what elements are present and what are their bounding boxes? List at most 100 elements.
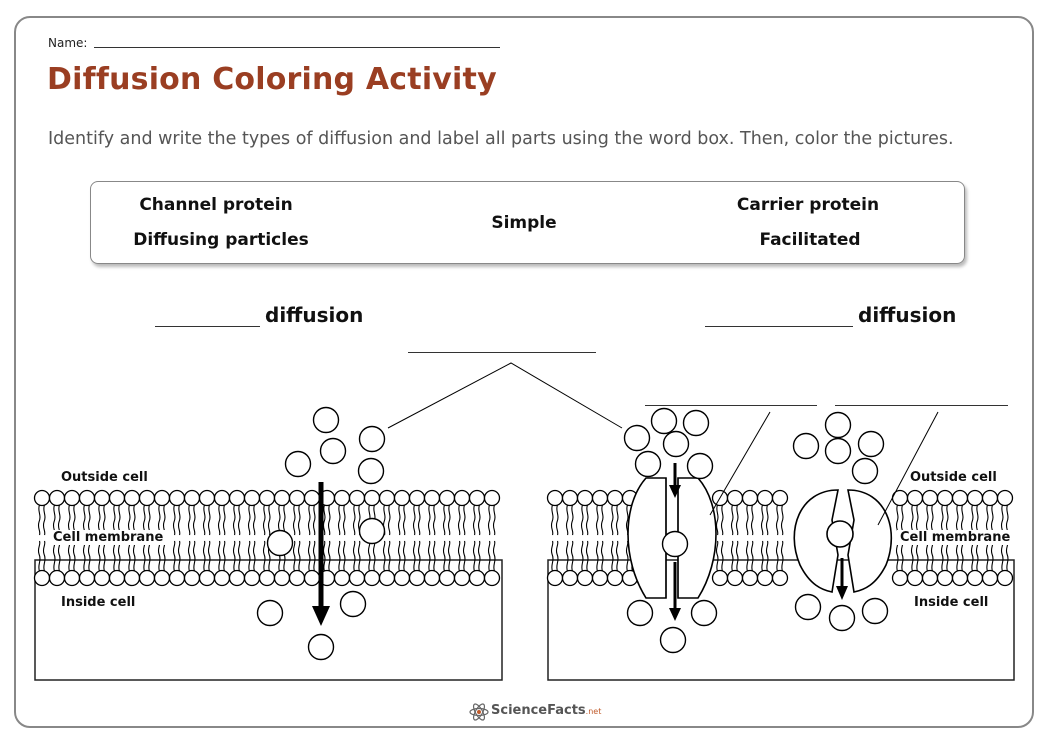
- phospholipid-bottom: [243, 540, 261, 587]
- carrier-pointer: [877, 411, 939, 526]
- phospholipid-bottom: [63, 540, 81, 587]
- particle: [824, 437, 852, 465]
- phospholipid-bottom: [741, 540, 759, 587]
- particle: [794, 593, 822, 621]
- right-outside-label: Outside cell: [910, 470, 997, 485]
- particle: [792, 432, 820, 460]
- phospholipid-top: [168, 489, 186, 536]
- channel-pointer: [709, 411, 771, 516]
- phospholipid-bottom: [168, 540, 186, 587]
- phospholipid-top: [423, 489, 441, 536]
- word-box: [90, 181, 965, 264]
- phospholipid-bottom: [228, 540, 246, 587]
- phospholipid-top: [546, 489, 564, 536]
- right-type-blank[interactable]: [705, 326, 853, 327]
- left-type-blank[interactable]: [155, 326, 260, 327]
- particle: [828, 604, 856, 632]
- particles-pointer: [387, 362, 623, 429]
- phospholipid-bottom: [123, 540, 141, 587]
- phospholipid-top: [408, 489, 426, 536]
- phospholipid-top: [138, 489, 156, 536]
- particle: [659, 626, 687, 654]
- phospholipid-bottom: [213, 540, 231, 587]
- particles-label-blank[interactable]: [408, 352, 596, 353]
- phospholipid-top: [213, 489, 231, 536]
- right-cell-box: [547, 559, 1015, 681]
- phospholipid-bottom: [378, 540, 396, 587]
- phospholipid-top: [726, 489, 744, 536]
- phospholipid-bottom: [468, 540, 486, 587]
- particle: [661, 530, 689, 558]
- particle: [690, 599, 718, 627]
- particle: [319, 437, 347, 465]
- particle: [851, 457, 879, 485]
- phospholipid-bottom: [576, 540, 594, 587]
- particle: [307, 633, 335, 661]
- channel-arrow-top: [669, 463, 681, 498]
- phospholipid-bottom: [153, 540, 171, 587]
- particle: [824, 411, 852, 439]
- left-cell-box: [34, 559, 503, 681]
- phospholipid-top: [303, 489, 321, 536]
- phospholipid-top: [183, 489, 201, 536]
- left-outside-label: Outside cell: [61, 470, 148, 485]
- phospholipid-top: [288, 489, 306, 536]
- word-simple: Simple: [491, 213, 557, 233]
- particle: [358, 517, 386, 545]
- name-blank[interactable]: [94, 47, 500, 48]
- instructions: Identify and write the types of diffusio…: [48, 129, 954, 149]
- phospholipid-bottom: [546, 540, 564, 587]
- particle: [358, 425, 386, 453]
- phospholipid-top: [78, 489, 96, 536]
- carrier-arrow: [836, 558, 848, 600]
- phospholipid-bottom: [756, 540, 774, 587]
- particle: [857, 430, 885, 458]
- phospholipid-top: [153, 489, 171, 536]
- phospholipid-top: [438, 489, 456, 536]
- phospholipid-top: [243, 489, 261, 536]
- phospholipid-bottom: [93, 540, 111, 587]
- phospholipid-top: [273, 489, 291, 536]
- phospholipid-top: [966, 489, 984, 536]
- phospholipid-bottom: [348, 540, 366, 587]
- phospholipid-top: [93, 489, 111, 536]
- phospholipid-top: [108, 489, 126, 536]
- phospholipid-bottom: [921, 540, 939, 587]
- phospholipid-top: [123, 489, 141, 536]
- left-membrane-label: Cell membrane: [50, 530, 167, 545]
- brand-logo: ScienceFacts.net: [491, 703, 602, 718]
- phospholipid-top: [333, 489, 351, 536]
- channel-arrow-bottom: [669, 562, 681, 621]
- phospholipid-bottom: [48, 540, 66, 587]
- phospholipid-bottom: [333, 540, 351, 587]
- word-diffusing-particles: Diffusing particles: [133, 230, 309, 250]
- phospholipid-bottom: [891, 540, 909, 587]
- carrier-label-blank[interactable]: [835, 405, 1008, 406]
- phospholipid-top: [198, 489, 216, 536]
- phospholipid-bottom: [393, 540, 411, 587]
- atom-logo-icon: [469, 703, 489, 721]
- phospholipid-top: [771, 489, 789, 536]
- phospholipid-bottom: [453, 540, 471, 587]
- channel-label-blank[interactable]: [645, 405, 817, 406]
- phospholipid-bottom: [423, 540, 441, 587]
- particle: [861, 597, 889, 625]
- phospholipid-bottom: [363, 540, 381, 587]
- phospholipid-top: [591, 489, 609, 536]
- phospholipid-bottom: [966, 540, 984, 587]
- diffusing-particles: [256, 406, 889, 661]
- phospholipid-bottom: [138, 540, 156, 587]
- phospholipid-top: [228, 489, 246, 536]
- phospholipid-top: [756, 489, 774, 536]
- word-facilitated: Facilitated: [759, 230, 861, 250]
- left-diffusion-label: diffusion: [265, 303, 364, 327]
- particle: [662, 430, 690, 458]
- particle: [634, 450, 662, 478]
- phospholipid-bottom: [33, 540, 51, 587]
- phospholipid-bottom: [606, 540, 624, 587]
- right-membrane-label: Cell membrane: [897, 530, 1014, 545]
- phospholipid-top: [576, 489, 594, 536]
- particle: [623, 424, 651, 452]
- phospholipid-bottom: [996, 540, 1014, 587]
